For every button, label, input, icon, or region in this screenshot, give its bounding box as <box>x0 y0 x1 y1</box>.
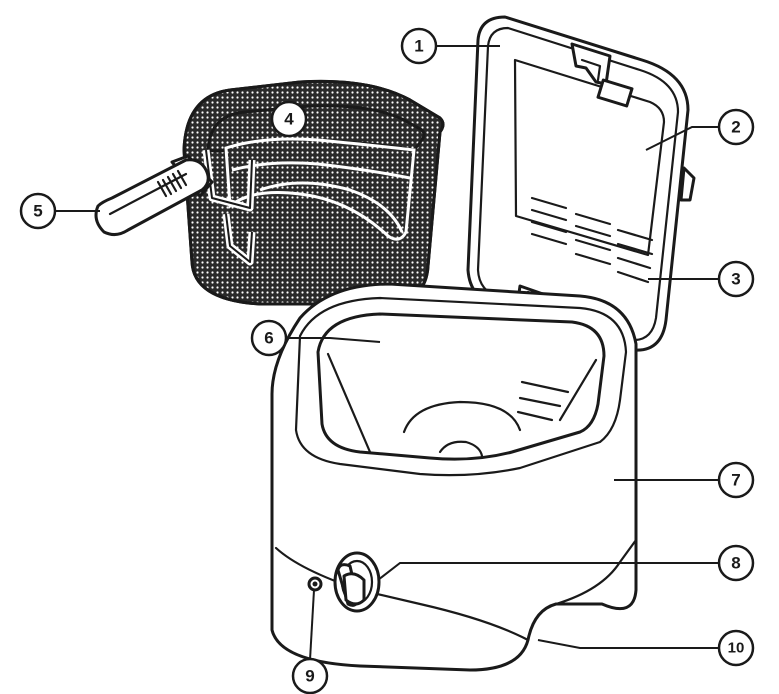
fryer-body <box>272 284 636 670</box>
thermostat-knob[interactable] <box>335 553 379 611</box>
callout-9-label: 9 <box>305 667 314 686</box>
callout-6-label: 6 <box>264 329 273 348</box>
callout-1-label: 1 <box>414 37 423 56</box>
callout-1: 1 <box>402 29 436 63</box>
callout-3: 3 <box>719 262 753 296</box>
callout-10: 10 <box>719 631 753 665</box>
callout-8: 8 <box>719 546 753 580</box>
callout-4: 4 <box>272 102 306 136</box>
callout-5: 5 <box>21 194 55 228</box>
callout-5-label: 5 <box>33 202 42 221</box>
frying-basket <box>96 81 443 304</box>
callout-10-label: 10 <box>728 640 745 657</box>
callout-7-label: 7 <box>731 471 740 490</box>
callout-2: 2 <box>719 110 753 144</box>
callout-6: 6 <box>252 321 286 355</box>
power-indicator-light <box>309 578 321 590</box>
callout-8-label: 8 <box>731 554 740 573</box>
callout-4-label: 4 <box>284 110 294 129</box>
callout-9: 9 <box>293 659 327 693</box>
callout-3-label: 3 <box>731 270 740 289</box>
callout-7: 7 <box>719 463 753 497</box>
callout-2-label: 2 <box>731 118 740 137</box>
